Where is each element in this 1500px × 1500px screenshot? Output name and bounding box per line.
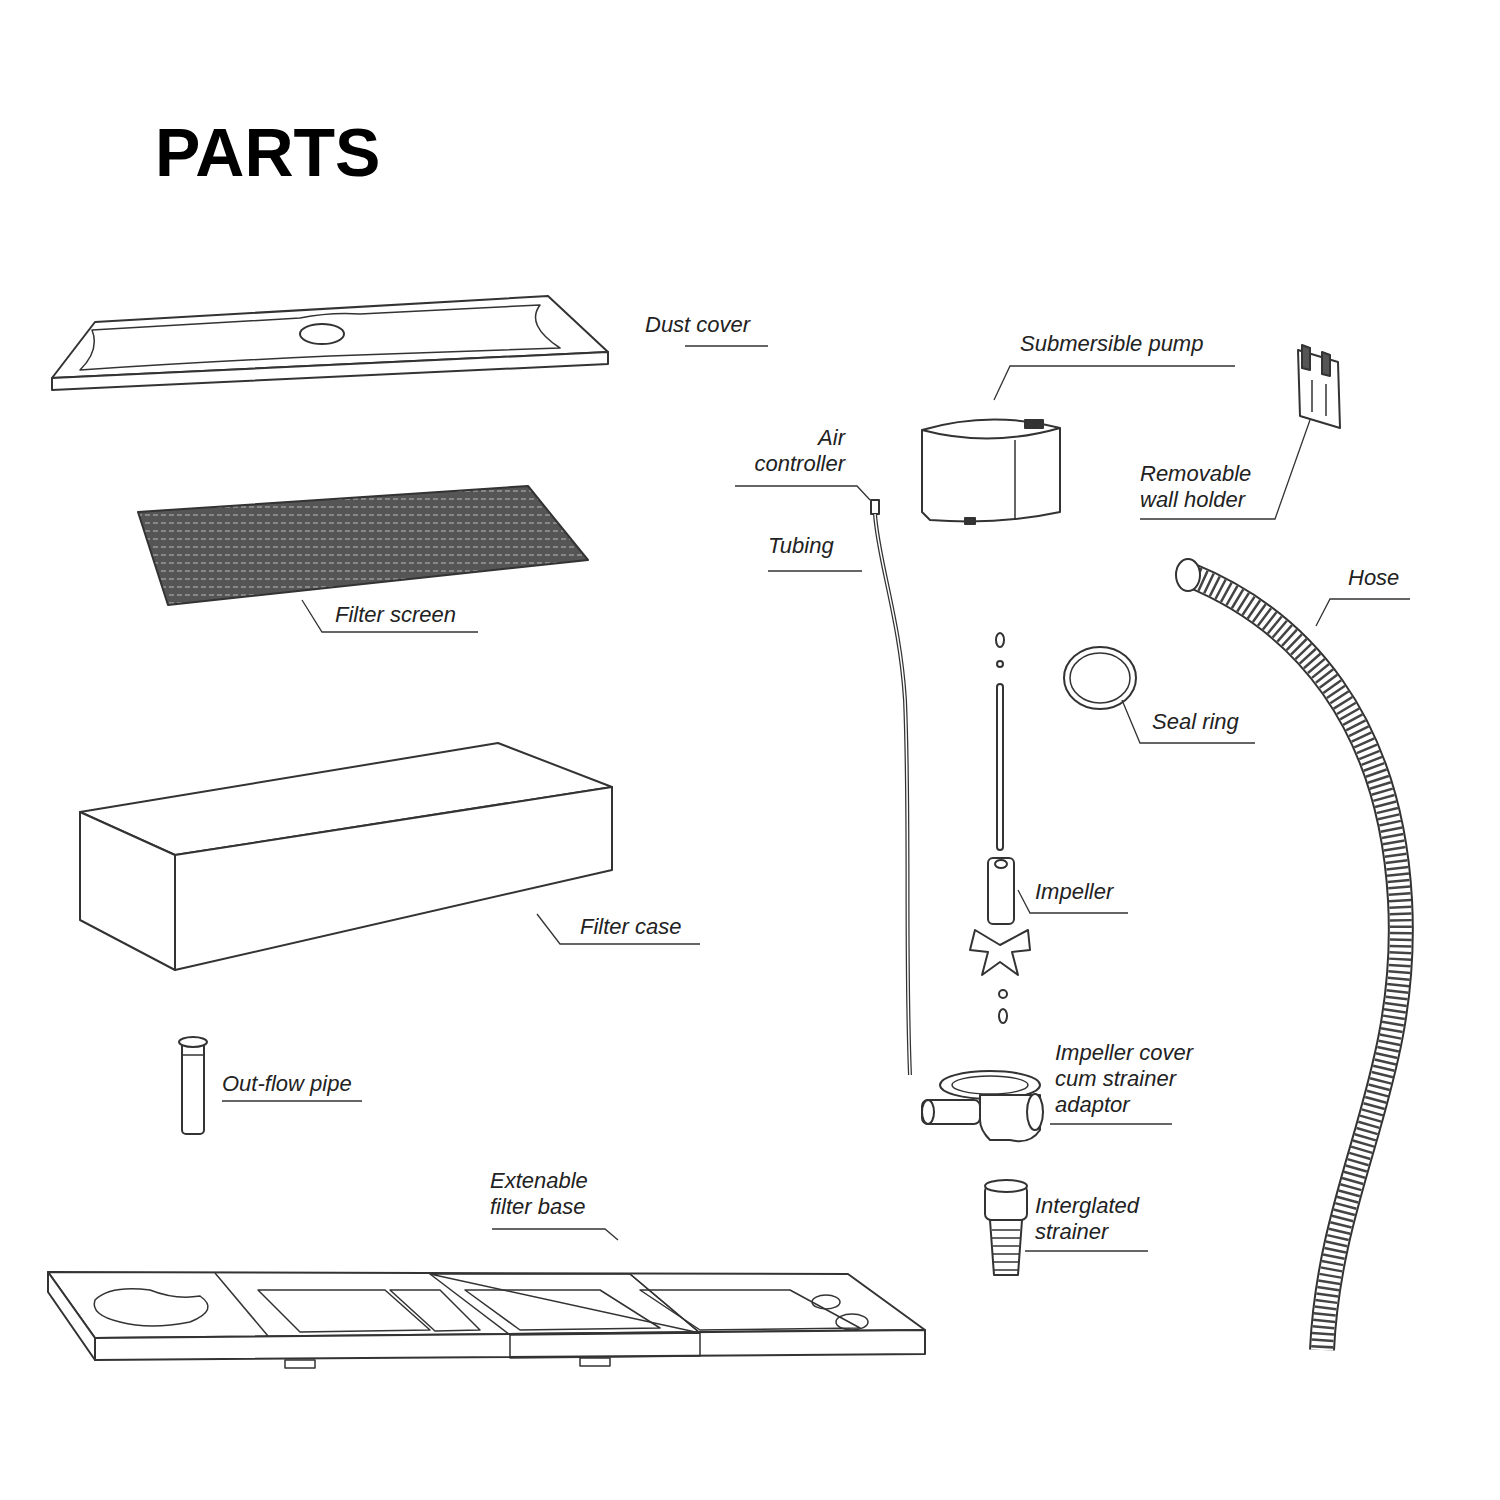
leader-lines bbox=[222, 346, 1410, 1251]
part-label: Removable wall holder bbox=[1140, 461, 1280, 513]
part-label: Interglated strainer bbox=[1035, 1193, 1170, 1245]
part-label: Extenable filter base bbox=[490, 1168, 620, 1220]
part-label: Impeller cover cum strainer adaptor bbox=[1055, 1040, 1230, 1118]
part-label: Air controller bbox=[735, 425, 845, 477]
part-label: Filter case bbox=[580, 914, 681, 940]
part-label: Filter screen bbox=[335, 602, 456, 628]
part-label: Seal ring bbox=[1152, 709, 1239, 735]
part-label: Hose bbox=[1348, 565, 1399, 591]
part-label: Out-flow pipe bbox=[222, 1071, 352, 1097]
page-title: PARTS bbox=[155, 118, 380, 186]
part-label: Submersible pump bbox=[1020, 331, 1203, 357]
part-label: Dust cover bbox=[645, 312, 750, 338]
part-label: Tubing bbox=[768, 533, 834, 559]
part-label: Impeller bbox=[1035, 879, 1113, 905]
